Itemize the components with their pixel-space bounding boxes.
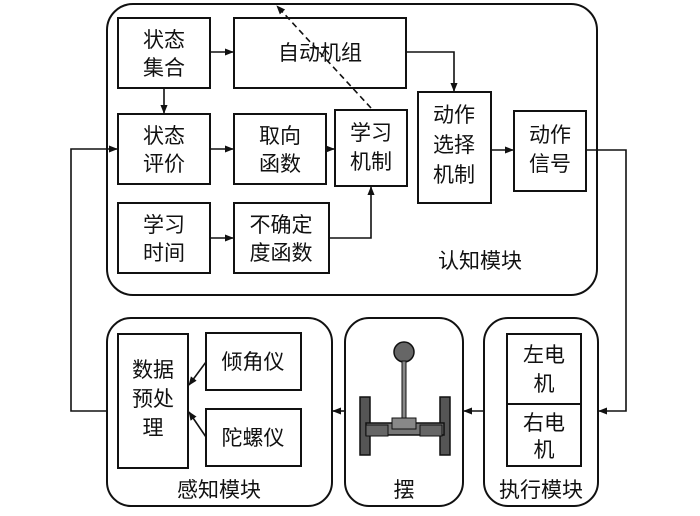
inclinometer-label: 倾角仪 [222, 350, 285, 374]
action-signal-line-1: 动作 [529, 123, 571, 147]
action-select-line-3: 机制 [433, 163, 475, 187]
gyroscope-box: 陀螺仪 [205, 408, 302, 467]
state-set-box: 状态 集合 [117, 17, 211, 89]
arrow-gyroscope-to-preprocess [188, 411, 207, 438]
gyroscope-label: 陀螺仪 [222, 426, 285, 450]
arrow-auto-to-action-select [406, 51, 458, 92]
left-motor-line-1: 左电 [523, 343, 565, 367]
right-motor-box: 右电 机 [506, 403, 582, 467]
preprocess-line-3: 理 [143, 416, 164, 440]
pendulum-module: 摆 [344, 317, 464, 507]
state-set-line-2: 集合 [143, 56, 185, 80]
execution-module: 执行模块 左电 机 右电 机 [483, 317, 599, 507]
cognitive-module: 认知模块 状态 集合 自动机组 状态 评价 取向 函数 学习 机制 动作 [106, 3, 598, 296]
right-motor-line-2: 机 [534, 438, 555, 462]
connectors [70, 5, 627, 438]
arrow-perception-to-eval [70, 145, 118, 412]
uncertainty-line-1: 不确定 [250, 213, 313, 237]
arrow-uncertainty-to-learning [329, 186, 375, 239]
learning-box: 学习 机制 [334, 109, 408, 187]
cognitive-module-label: 认知模块 [438, 249, 522, 273]
execution-module-frame [483, 317, 599, 507]
arrow-signal-to-execution [586, 149, 627, 415]
perception-module: 感知模块 数据 预处 理 倾角仪 陀螺仪 [106, 317, 333, 507]
preprocess-box: 数据 预处 理 [117, 333, 189, 469]
preprocess-line-2: 预处 [132, 387, 174, 411]
pendulum-label: 摆 [394, 478, 415, 502]
pendulum-module-frame [344, 317, 464, 507]
left-motor-box: 左电 机 [506, 333, 582, 405]
perception-module-label: 感知模块 [177, 478, 261, 502]
preprocess-line-1: 数据 [132, 358, 174, 382]
learn-time-line-2: 时间 [143, 241, 185, 265]
uncertainty-line-2: 度函数 [250, 241, 313, 265]
state-set-line-1: 状态 [143, 28, 185, 52]
learn-time-box: 学习 时间 [117, 202, 211, 274]
balancing-robot-illustration [359, 341, 451, 456]
learning-line-2: 机制 [350, 150, 392, 174]
action-select-line-1: 动作 [433, 103, 475, 127]
state-eval-line-2: 评价 [143, 152, 185, 176]
left-motor-line-2: 机 [534, 372, 555, 396]
orient-func-line-1: 取向 [259, 124, 301, 148]
right-motor-line-1: 右电 [523, 411, 565, 435]
action-select-box: 动作 选择 机制 [417, 91, 492, 204]
arrow-inclinometer-to-preprocess [188, 361, 207, 386]
state-eval-line-1: 状态 [143, 124, 185, 148]
arrow-learning-to-auto-dashed [276, 5, 372, 109]
action-signal-box: 动作 信号 [513, 110, 587, 192]
learning-line-1: 学习 [350, 121, 392, 145]
execution-module-label: 执行模块 [499, 478, 583, 502]
perception-module-frame [106, 317, 333, 507]
learn-time-line-1: 学习 [143, 213, 185, 237]
state-eval-box: 状态 评价 [117, 113, 211, 185]
auto-unit-box: 自动机组 [233, 17, 407, 89]
action-signal-line-2: 信号 [529, 152, 571, 176]
orient-func-line-2: 函数 [259, 152, 301, 176]
uncertainty-box: 不确定 度函数 [233, 202, 330, 274]
inclinometer-box: 倾角仪 [205, 332, 302, 391]
orient-func-box: 取向 函数 [233, 113, 327, 185]
action-select-line-2: 选择 [433, 133, 475, 157]
